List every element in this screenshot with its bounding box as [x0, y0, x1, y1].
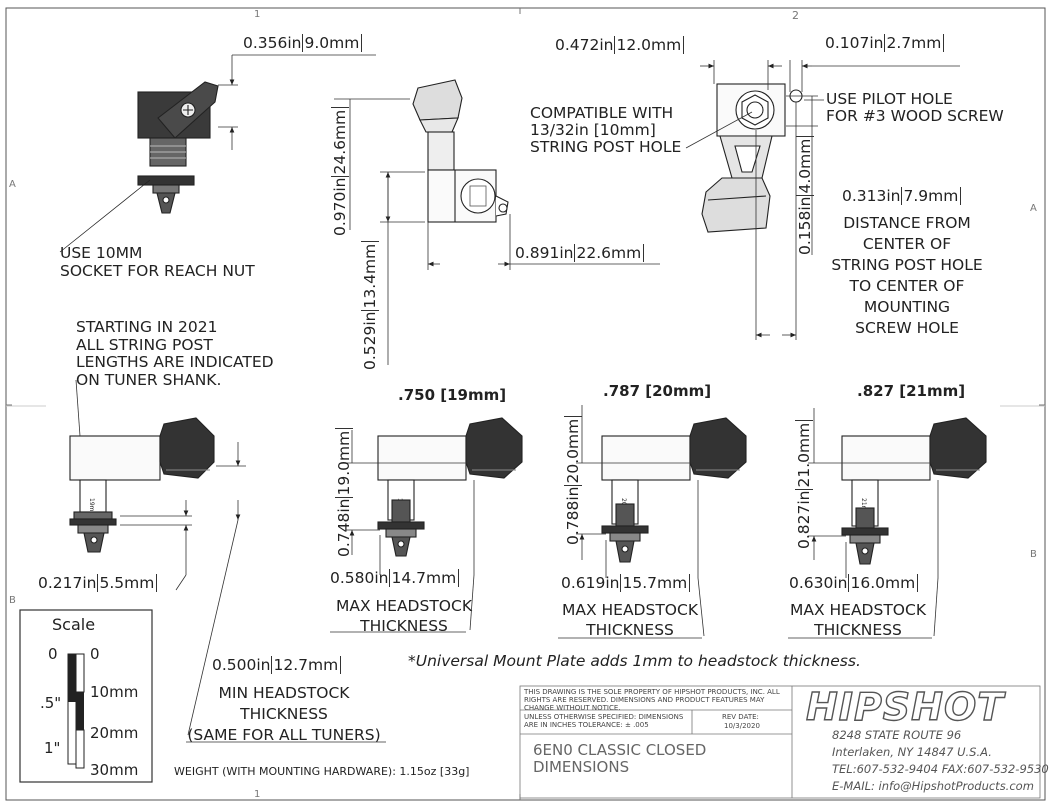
tolerance-notice: UNLESS OTHERWISE SPECIFIED: DIMENSIONS A…: [524, 713, 684, 730]
universal-mount-note: *Universal Mount Plate adds 1mm to heads…: [408, 652, 861, 670]
svg-text:19mm: 19mm: [88, 498, 95, 517]
scale-in-1: 1": [44, 739, 61, 757]
weight-note: WEIGHT (WITH MOUNTING HARDWARE): 1.15oz …: [174, 765, 470, 778]
company-address: 8248 STATE ROUTE 96 Interlaken, NY 14847…: [832, 728, 1049, 793]
zone-mark-top-2: 2: [792, 9, 799, 22]
scale-mm-30: 30mm: [90, 761, 139, 779]
dim-vertical-view3: 0.158in4.0mm: [796, 135, 814, 255]
zone-mark-top-1: 1: [254, 9, 261, 20]
tuner-750: 19mm: [377, 417, 523, 557]
tuner-side-view-1: [59, 81, 219, 253]
tuner-front-view: [412, 79, 509, 223]
scale-mm-20: 20mm: [90, 724, 139, 742]
zone-mark-right-b: B: [1030, 549, 1037, 560]
tuner-827-dim-v: 0.827in21.0mm: [795, 419, 813, 549]
zone-mark-bottom-1: 1: [254, 789, 261, 800]
tuner-787-dim-v: 0.788in20.0mm: [564, 415, 582, 545]
scale-in-half: .5": [40, 694, 62, 712]
tuner-827: 21mm: [841, 417, 987, 565]
tuner-787: 20mm: [601, 417, 747, 563]
property-notice: THIS DRAWING IS THE SOLE PROPERTY OF HIP…: [524, 688, 780, 713]
tuner-787-title: .787 [20mm]: [603, 382, 712, 400]
rev-date-label: REV DATE:: [722, 713, 759, 721]
dim-height-1: 0.970in24.6mm: [331, 106, 349, 236]
title-block: [519, 685, 1041, 799]
zone-mark-right-a: A: [1030, 203, 1037, 214]
scale-in-0: 0: [48, 645, 58, 663]
scale-title: Scale: [52, 615, 96, 634]
tuner-side-view-2: 19mm: [69, 417, 215, 553]
rev-date-value: 10/3/2020: [724, 722, 760, 730]
zone-mark-left-b: B: [9, 595, 16, 606]
scale-mm-10: 10mm: [90, 683, 139, 701]
dim-height-2: 0.529in13.4mm: [361, 240, 379, 370]
tuner-750-title: .750 [19mm]: [398, 386, 507, 404]
scale-bar: [67, 653, 85, 769]
zone-mark-left-a: A: [9, 179, 16, 190]
tuner-top-view: [701, 83, 803, 233]
tuner-827-title: .827 [21mm]: [857, 382, 966, 400]
scale-box: [19, 609, 153, 783]
tuner-750-dim-v: 0.748in19.0mm: [335, 427, 353, 557]
hipshot-logo: HIPSHOT: [805, 685, 1005, 729]
scale-mm-0: 0: [90, 645, 100, 663]
frame-border: [5, 7, 1046, 801]
